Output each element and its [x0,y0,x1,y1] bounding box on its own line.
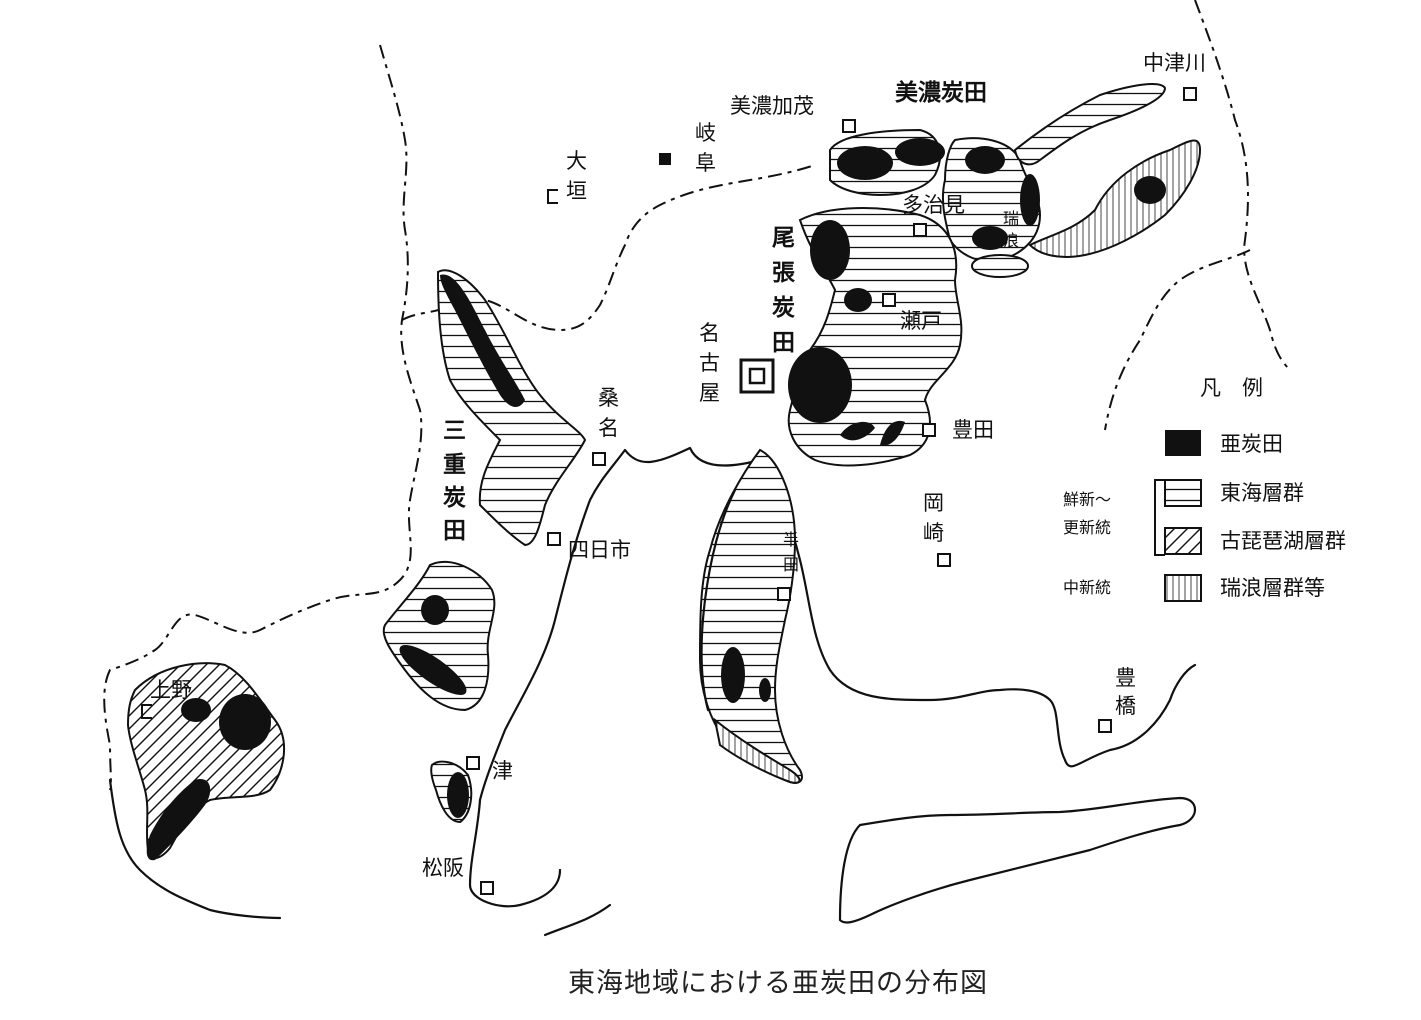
svg-text:桑: 桑 [598,386,619,410]
svg-text:岐: 岐 [695,121,716,145]
legend-group-pliocene-2: 更新統 [1063,518,1111,537]
svg-text:名: 名 [598,416,619,440]
marker-nakatsugawa [1183,87,1197,101]
svg-text:重: 重 [443,452,466,478]
marker-okazaki [937,553,951,567]
svg-text:張: 張 [772,260,796,286]
chita-coal-field [698,448,803,784]
label-seto: 瀬戸 [900,309,942,333]
label-gifu: 岐 阜 [695,121,716,175]
svg-text:橋: 橋 [1115,694,1136,718]
label-mino-coal-field: 美濃炭田 [895,79,987,106]
legend-label-kobiwako: 古琵琶湖層群 [1220,529,1346,553]
label-matsusaka: 松阪 [422,856,464,880]
ueno-coal-field [126,662,286,861]
svg-text:崎: 崎 [923,521,944,545]
label-mie-coal-field: 三 重 炭 田 [443,418,466,544]
label-toyota: 豊田 [952,418,994,442]
legend-label-tokai: 東海層群 [1220,481,1304,505]
owari-coal-field [787,207,963,467]
svg-text:名: 名 [699,321,720,345]
legend-swatch-tokai [1164,479,1202,507]
marker-minokamo [842,119,856,133]
svg-text:田: 田 [783,555,799,574]
mie-coal-field-middle [382,560,496,712]
label-minokamo: 美濃加茂 [730,94,814,118]
label-handa: 半 田 [783,530,799,574]
city-markers [141,87,1197,895]
marker-toyota [922,423,936,437]
label-kuwana: 桑 名 [598,386,619,440]
label-owari-coal-field: 尾 張 炭 田 [772,225,796,356]
svg-text:岡: 岡 [923,491,944,515]
svg-text:大: 大 [566,149,587,173]
svg-text:炭: 炭 [443,485,466,511]
marker-ogaki [547,189,558,204]
svg-text:三: 三 [443,418,466,444]
mie-coal-field [436,269,587,547]
marker-handa [777,587,791,601]
mino-coal-field [829,83,1202,278]
marker-kuwana [592,452,606,466]
marker-toyohashi [1098,719,1112,733]
label-ueno: 上野 [150,678,192,702]
legend-group-pliocene-1: 鮮新～ [1063,490,1111,509]
svg-text:屋: 屋 [699,381,720,405]
svg-text:田: 田 [443,518,466,544]
svg-text:阜: 阜 [695,151,716,175]
map-caption: 東海地域における亜炭田の分布図 [568,968,988,999]
svg-text:浪: 浪 [1003,231,1019,250]
marker-tsu [466,756,480,770]
marker-tajimi [913,223,927,237]
svg-text:豊: 豊 [1115,666,1136,690]
label-okazaki: 岡 崎 [923,491,944,545]
svg-text:半: 半 [783,530,799,549]
legend-swatch-mizunami [1164,574,1202,602]
marker-nagoya [739,358,775,394]
svg-text:古: 古 [699,351,720,375]
label-yokkaichi: 四日市 [568,538,631,562]
legend-swatch-lignite [1165,430,1201,456]
label-tsu: 津 [492,759,513,783]
legend-label-mizunami: 瑞浪層群等 [1220,576,1325,600]
label-nagoya: 名 古 屋 [699,321,720,405]
marker-ueno [141,704,152,719]
legend-bracket [1154,479,1165,556]
legend: 凡 例 亜炭田 鮮新～ 更新統 東海層群 古琵琶湖層群 中新統 瑞浪層群等 [1063,376,1346,602]
label-ogaki: 大 垣 [566,149,587,203]
marker-gifu [659,153,671,165]
label-nakatsugawa: 中津川 [1143,51,1206,75]
marker-matsusaka [480,881,494,895]
label-tajimi: 多治見 [902,193,965,217]
svg-text:尾: 尾 [772,225,795,251]
svg-text:垣: 垣 [566,179,587,203]
svg-text:田: 田 [772,330,795,356]
marker-seto [882,293,896,307]
legend-swatch-kobiwako [1164,527,1202,555]
svg-text:瑞: 瑞 [1003,209,1019,228]
coastline [108,446,1197,937]
legend-label-lignite: 亜炭田 [1220,432,1283,456]
svg-text:炭: 炭 [772,295,795,321]
label-toyohashi: 豊 橋 [1115,666,1136,718]
marker-yokkaichi [547,532,561,546]
legend-title: 凡 例 [1200,376,1263,400]
tsu-coal-field [430,760,473,824]
label-mizunami: 瑞 浪 [1003,209,1019,250]
legend-group-miocene: 中新統 [1063,578,1111,597]
